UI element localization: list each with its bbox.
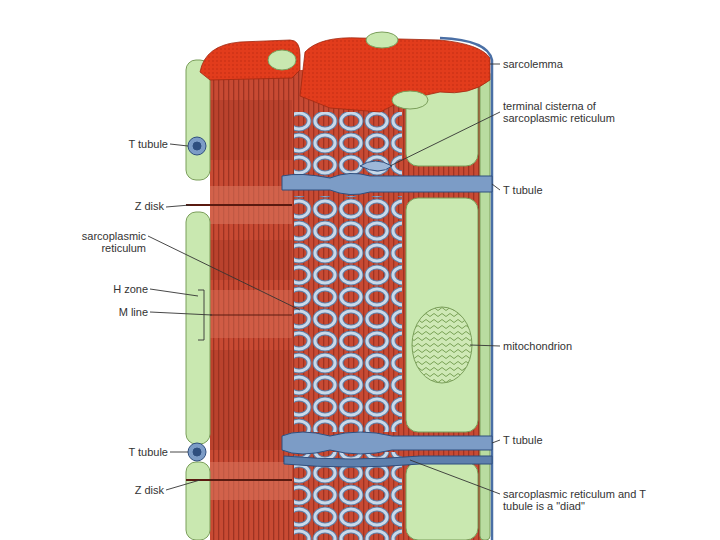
fiber-cross-section <box>200 32 490 112</box>
sarcolemma-membrane <box>440 38 492 540</box>
part-label: Z disk <box>66 484 164 496</box>
z-disks <box>186 205 292 480</box>
mitochondria <box>186 60 490 540</box>
part-label: H zone <box>50 283 148 295</box>
part-label: T tubule <box>503 184 653 196</box>
part-label: sarcolemma <box>503 58 653 70</box>
part-label: M line <box>50 306 148 318</box>
part-label: sarcoplasmic reticulum <box>50 230 146 254</box>
leader-lines <box>148 64 500 494</box>
part-label: Z disk <box>66 200 164 212</box>
part-label: T tubule <box>70 446 168 458</box>
part-label: mitochondrion <box>503 340 653 352</box>
part-label: T tubule <box>70 138 168 150</box>
part-label: terminal cisterna of sarcoplasmic reticu… <box>503 100 653 124</box>
part-label: T tubule <box>503 434 653 446</box>
t-tubules <box>188 137 492 467</box>
part-label: sarcoplasmic reticulum and T tubule is a… <box>503 488 653 512</box>
